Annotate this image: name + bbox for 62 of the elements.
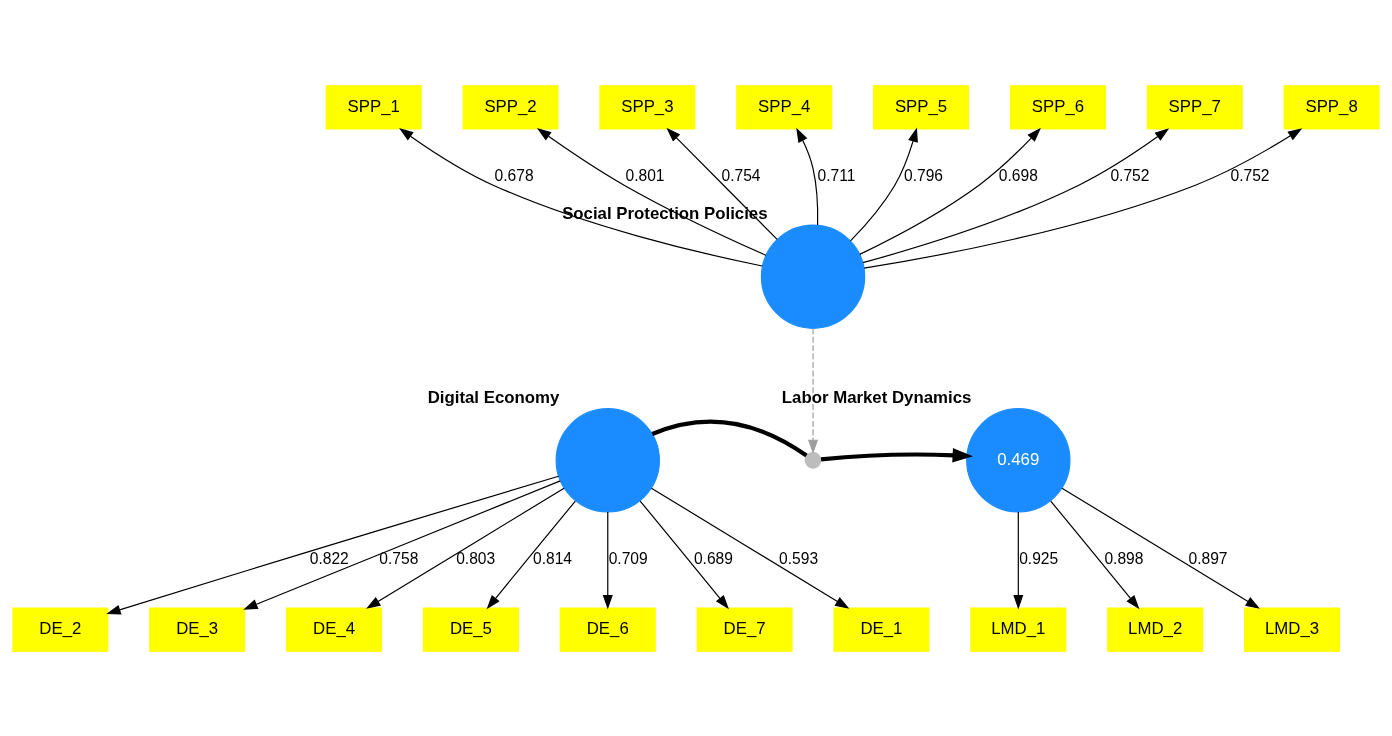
arrow (796, 127, 819, 226)
node-label: Labor Market Dynamics (781, 387, 972, 407)
edge-label: 0.758 (379, 549, 419, 567)
node-circle (555, 407, 660, 513)
edge-label: 0.689 (693, 549, 733, 567)
edge-label: 0.711 (817, 166, 856, 184)
node-box: LMD_1 (970, 606, 1067, 652)
arrow (639, 499, 729, 609)
node-box: SPP_2 (462, 84, 559, 130)
node-label: Digital Economy (427, 387, 560, 407)
node-box: SPP_7 (1146, 84, 1243, 130)
node-box: LMD_3 (1244, 606, 1340, 652)
node-box: DE_5 (422, 606, 519, 652)
edge-label: 0.678 (494, 166, 534, 184)
node-box: SPP_4 (736, 84, 833, 130)
edge-label: 0.593 (779, 549, 819, 567)
edge-label: 0.925 (1019, 549, 1059, 567)
node-box: DE_6 (559, 606, 656, 652)
node-circle (760, 223, 866, 329)
arrow (486, 499, 576, 609)
node-box: SPP_8 (1283, 84, 1380, 130)
arrow (602, 510, 613, 609)
node-box: LMD_2 (1107, 606, 1204, 652)
node-circle: 0.469 (966, 407, 1071, 513)
edge-label: 0.822 (309, 549, 349, 567)
arrow (820, 447, 974, 462)
connector (651, 419, 808, 457)
node-box: DE_2 (12, 606, 109, 652)
arrow (399, 127, 763, 267)
node-box: DE_1 (833, 606, 930, 652)
edge-label: 0.801 (625, 166, 665, 184)
edge-label: 0.796 (903, 166, 943, 184)
edge-label: 0.814 (533, 549, 573, 567)
edge-label: 0.752 (1110, 166, 1150, 184)
arrow (859, 127, 1041, 255)
edge-label: 0.897 (1188, 549, 1228, 567)
arrow (849, 126, 918, 242)
node-circle (804, 451, 822, 469)
arrow (243, 479, 561, 610)
arrow (1013, 510, 1024, 609)
arrow (106, 475, 560, 615)
arrow (1050, 499, 1140, 609)
edge-label: 0.709 (608, 549, 648, 567)
arrow (536, 127, 767, 256)
node-box: SPP_3 (599, 84, 696, 130)
arrow (366, 487, 565, 609)
node-box: SPP_5 (873, 84, 970, 130)
node-box: SPP_1 (325, 84, 422, 130)
arrow (862, 127, 1170, 263)
edge-label: 0.803 (456, 549, 496, 567)
edge-label: 0.752 (1230, 166, 1270, 184)
arrow (1061, 487, 1260, 609)
arrow (863, 127, 1303, 269)
node-box: DE_4 (286, 606, 383, 652)
node-box: SPP_6 (1009, 84, 1106, 130)
edge-label: 0.754 (721, 166, 761, 184)
node-box: DE_3 (149, 606, 246, 652)
edge-label: 0.698 (998, 166, 1038, 184)
arrow (650, 487, 850, 609)
node-box: DE_7 (696, 606, 793, 652)
edge-label: 0.898 (1104, 549, 1144, 567)
arrow (808, 327, 819, 454)
